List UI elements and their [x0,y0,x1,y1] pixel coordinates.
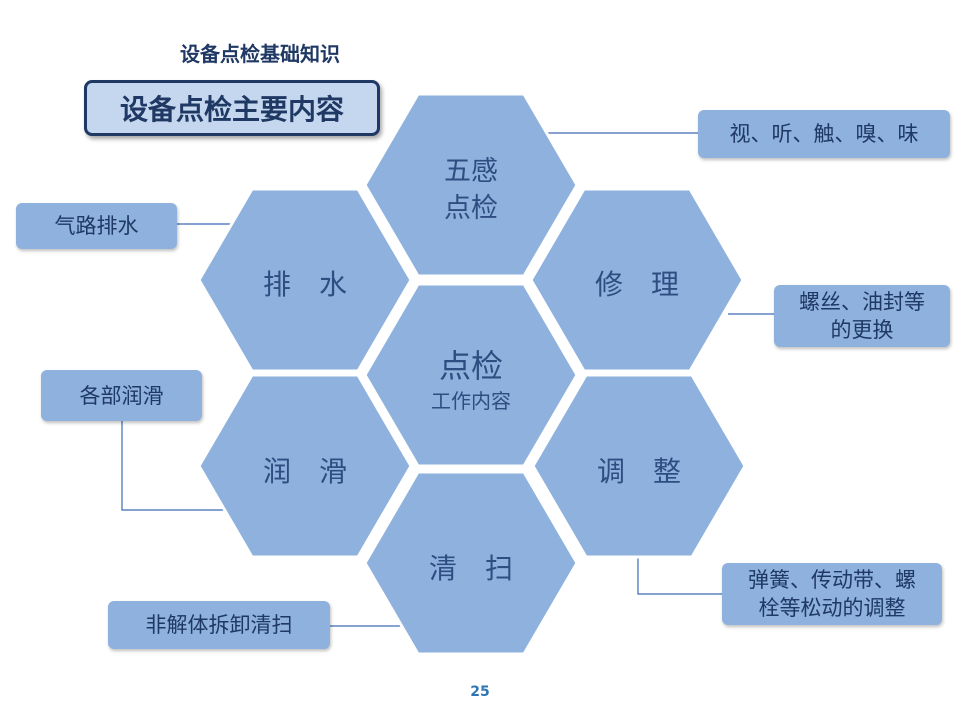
hex-center-subtitle: 工作内容 [431,389,511,413]
callout-repair-line2: 的更换 [830,318,894,342]
hex-center [363,282,579,468]
hex-lubricate [197,373,413,559]
page-title: 设备点检主要内容 [84,80,380,136]
hex-lubricate-label: 润 滑 [263,455,347,488]
callout-senses: 视、听、触、嗅、味 [698,110,950,158]
callout-adjust: 弹簧、传动带、螺 栓等松动的调整 [722,563,942,625]
callout-adjust-line1: 弹簧、传动带、螺 [748,568,916,592]
hex-adjust-label: 调 整 [597,455,681,488]
page-number: 25 [470,684,490,700]
hex-clean-label: 清 扫 [429,552,513,585]
callout-lubricate: 各部润滑 [41,370,202,421]
callout-repair: 螺丝、油封等 的更换 [774,285,950,347]
connector-lubricate [121,420,230,511]
hex-repair-label: 修 理 [595,268,679,301]
hex-five-senses-line2: 点检 [444,193,498,224]
callout-repair-line1: 螺丝、油封等 [799,290,925,314]
hex-five-senses [363,92,579,278]
callout-adjust-line2: 栓等松动的调整 [758,596,906,620]
hex-center-title: 点检 [439,347,503,385]
callout-drain: 气路排水 [16,203,177,249]
hex-adjust [531,373,747,559]
hex-drain-label: 排 水 [263,268,347,301]
page-subtitle: 设备点检基础知识 [180,42,340,66]
hex-drain [197,187,413,373]
callout-clean: 非解体拆卸清扫 [108,601,330,649]
hex-five-senses-line1: 五感 [444,156,498,187]
hex-clean [363,470,579,656]
hex-repair [529,187,745,373]
connector-adjust [637,556,722,595]
